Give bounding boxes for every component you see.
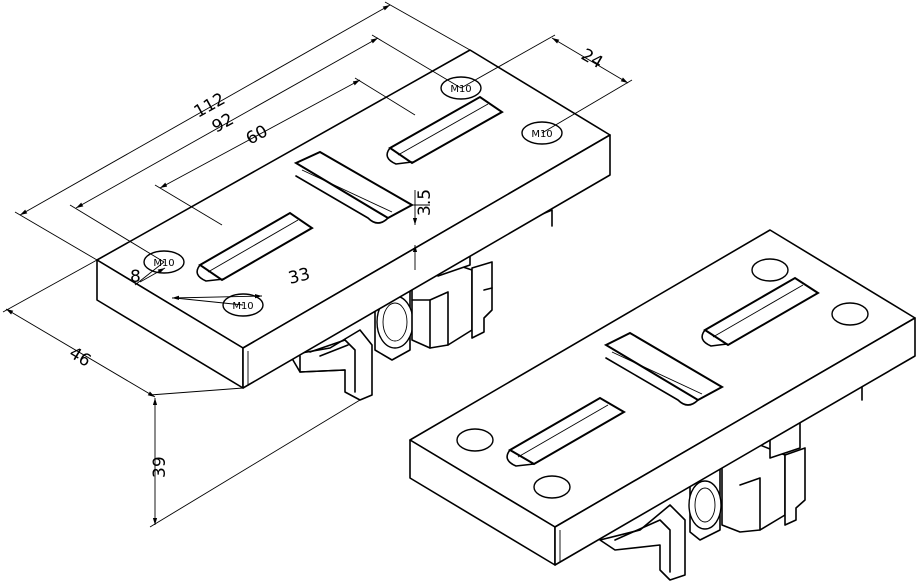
dimensioned-part-view: M10 M10 M10 M10 <box>2 1 633 528</box>
svg-text:M10: M10 <box>450 84 471 95</box>
svg-text:M10: M10 <box>153 258 174 269</box>
plate-right-face <box>242 134 611 389</box>
plain-part-view <box>409 229 916 581</box>
dim-60: 60 <box>243 121 272 149</box>
plate2-right-face <box>554 317 916 566</box>
svg-text:M10: M10 <box>232 301 253 312</box>
dimension-lines <box>5 4 629 525</box>
slot2-center <box>603 331 725 406</box>
slot2-left <box>506 396 626 467</box>
dim-39: 39 <box>150 456 170 478</box>
svg-text:M10: M10 <box>531 129 552 140</box>
slot2-right <box>701 276 820 347</box>
slot-left <box>196 211 314 282</box>
hole2-top <box>751 258 789 282</box>
hole2-left <box>456 428 494 452</box>
dim-46: 46 <box>65 343 94 371</box>
dim-3-5: 3.5 <box>415 189 435 216</box>
dim-8: 8 <box>130 267 141 287</box>
dim-24: 24 <box>578 45 607 73</box>
hole2-bottom <box>533 475 571 499</box>
hole2-right <box>831 302 869 326</box>
